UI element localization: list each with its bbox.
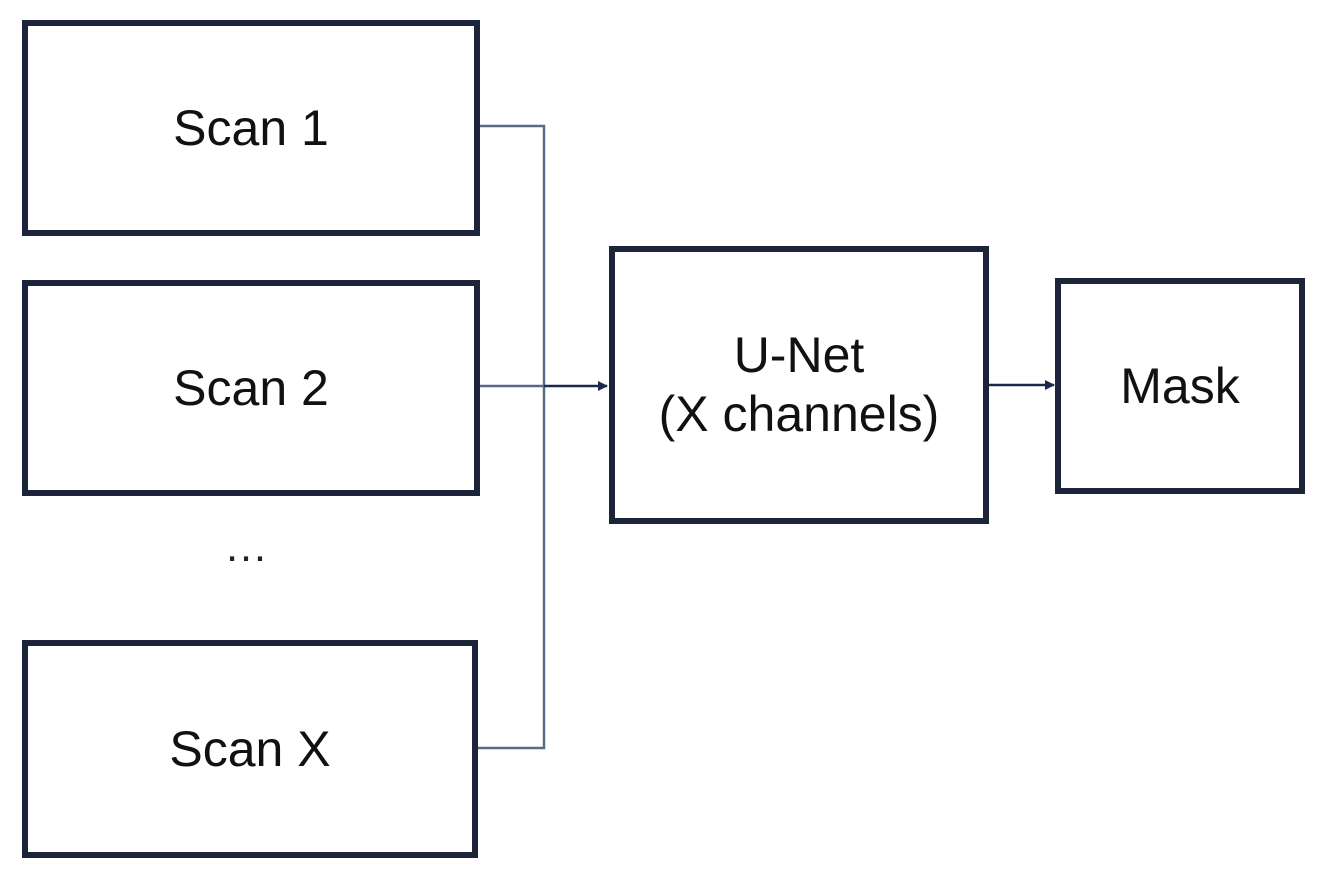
connector-scan-1 bbox=[480, 124, 546, 385]
mask-label: Mask bbox=[1120, 357, 1240, 414]
scan-1-label: Scan 1 bbox=[173, 99, 329, 156]
unet-subtitle: (X channels) bbox=[658, 386, 940, 442]
scan-x-box: Scan X bbox=[22, 640, 478, 858]
scan-x-label: Scan X bbox=[169, 720, 331, 777]
connector-scan-x bbox=[478, 387, 546, 750]
mask-box: Mask bbox=[1055, 278, 1305, 494]
scan-2-box: Scan 2 bbox=[22, 280, 480, 496]
unet-title: U-Net bbox=[733, 327, 865, 383]
ellipsis: … bbox=[224, 522, 268, 571]
scan-1-box: Scan 1 bbox=[22, 20, 480, 236]
unet-box: U-Net (X channels) bbox=[609, 246, 989, 524]
scan-2-label: Scan 2 bbox=[173, 359, 329, 416]
